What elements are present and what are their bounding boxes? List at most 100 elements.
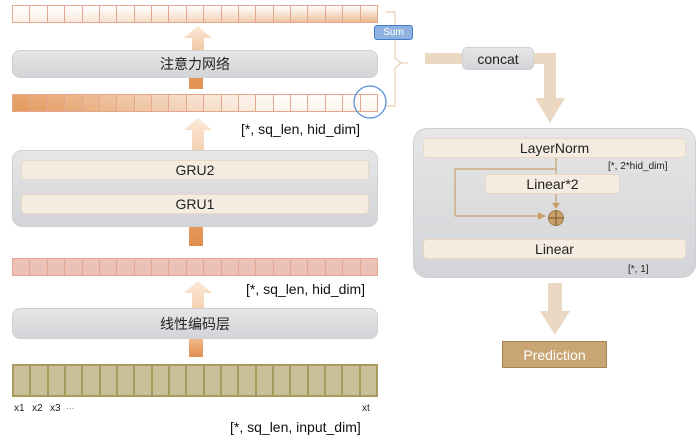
sequence-cell: [308, 6, 325, 22]
sequence-cell: [256, 6, 273, 22]
sequence-cell: [238, 95, 256, 111]
sequence-cell: [30, 259, 47, 275]
sequence-cell: [325, 95, 343, 111]
tick-x1: x1: [14, 403, 25, 414]
sequence-cell: [291, 6, 308, 22]
sequence-cell: [204, 95, 221, 111]
sequence-cell: [360, 366, 376, 395]
sequence-cell: [47, 95, 65, 111]
sequence-cell: [117, 259, 134, 275]
sequence-cell: [152, 259, 169, 275]
tick-x3: x3: [50, 403, 61, 414]
sequence-cell: [343, 259, 360, 275]
sequence-cell: [256, 259, 273, 275]
shape-label-encoded: [*, sq_len, hid_dim]: [246, 281, 366, 297]
sequence-cell: [169, 259, 186, 275]
attention-network-label: 注意力网络: [160, 56, 230, 72]
linear2-label: Linear*2: [526, 176, 579, 192]
shape-label-output: [*, 1]: [628, 264, 649, 275]
sequence-cell: [204, 366, 220, 395]
encoded-sequence: [12, 258, 378, 276]
add-icon: [548, 210, 564, 226]
sequence-cell: [238, 259, 256, 275]
sequence-cell: [187, 366, 203, 395]
sequence-cell: [221, 6, 238, 22]
sequence-cell: [273, 366, 290, 395]
sequence-cell: [204, 259, 221, 275]
sequence-cell: [99, 6, 117, 22]
gru1-layer: GRU1: [21, 194, 369, 214]
sequence-cell: [117, 6, 134, 22]
residual-connection: [454, 158, 560, 220]
layernorm-label: LayerNorm: [519, 140, 590, 156]
sequence-cell: [221, 95, 238, 111]
sequence-cell: [13, 95, 30, 111]
sequence-cell: [256, 366, 272, 395]
sequence-cell: [99, 259, 117, 275]
tick-x2: x2: [32, 403, 43, 414]
sequence-cell: [325, 6, 343, 22]
linear2-layer: Linear*2: [485, 174, 620, 194]
sequence-cell: [31, 366, 47, 395]
gru2-layer: GRU2: [21, 160, 369, 180]
gru2-label: GRU2: [175, 162, 215, 178]
sequence-cell: [186, 259, 204, 275]
sequence-cell: [360, 6, 377, 22]
linear-encoder-block: 线性编码层: [12, 308, 378, 339]
sum-label: Sum: [383, 27, 404, 38]
linear-layer: Linear: [423, 239, 686, 259]
prediction-output: Prediction: [502, 341, 607, 368]
concat-label: concat: [477, 50, 519, 67]
input-sequence: [12, 364, 378, 397]
sequence-cell: [83, 366, 99, 395]
sequence-cell: [308, 259, 325, 275]
arrow-stem: [189, 339, 203, 357]
sequence-cell: [308, 366, 324, 395]
gru-output-sequence: [12, 94, 378, 112]
sequence-cell: [291, 95, 308, 111]
linear-label: Linear: [535, 241, 574, 257]
sequence-cell: [65, 6, 82, 22]
sequence-cell: [13, 259, 30, 275]
sequence-cell: [30, 6, 47, 22]
sequence-cell: [169, 366, 186, 395]
sequence-cell: [204, 6, 221, 22]
prediction-label: Prediction: [523, 346, 586, 363]
sequence-cell: [152, 95, 169, 111]
sequence-cell: [152, 6, 169, 22]
shape-label-input: [*, sq_len, input_dim]: [230, 419, 361, 435]
sequence-cell: [65, 259, 82, 275]
tick-xt: xt: [362, 403, 370, 414]
sequence-cell: [291, 259, 308, 275]
sequence-cell: [117, 95, 134, 111]
sequence-cell: [135, 366, 151, 395]
sequence-cell: [221, 366, 238, 395]
sequence-cell: [99, 95, 117, 111]
sequence-cell: [221, 259, 238, 275]
gru1-label: GRU1: [175, 196, 215, 212]
sequence-cell: [152, 366, 168, 395]
up-arrow-icon: [184, 118, 212, 150]
sequence-cell: [134, 259, 151, 275]
sequence-cell: [82, 6, 99, 22]
shape-label-layernorm: [*, 2*hid_dim]: [608, 161, 668, 172]
sequence-cell: [65, 366, 82, 395]
up-arrow-icon: [184, 26, 212, 50]
sequence-cell: [343, 6, 360, 22]
sum-badge: Sum: [374, 25, 413, 40]
sequence-cell: [47, 6, 65, 22]
tick-ellipsis: ...: [66, 401, 75, 412]
arrow-stem: [189, 227, 203, 246]
last-state-circle: [353, 85, 387, 119]
sequence-cell: [186, 6, 204, 22]
shape-label-hidden: [*, sq_len, hid_dim]: [241, 121, 361, 137]
attention-output-sequence: [12, 5, 378, 23]
attention-network-block: 注意力网络: [12, 50, 378, 78]
sequence-cell: [169, 6, 186, 22]
sequence-cell: [325, 366, 342, 395]
arrow-stem: [189, 78, 203, 89]
sequence-cell: [48, 366, 64, 395]
sequence-cell: [30, 95, 47, 111]
sequence-cell: [134, 6, 151, 22]
sequence-cell: [360, 95, 377, 111]
